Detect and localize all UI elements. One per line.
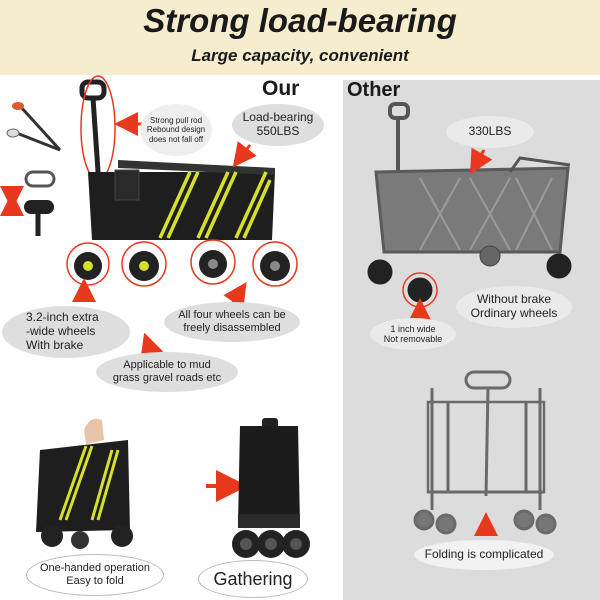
- page-subtitle: Large capacity, convenient: [191, 46, 409, 65]
- other-column-title: Other: [347, 79, 401, 101]
- gathering-label: Gathering: [198, 560, 308, 598]
- other-folded-image: [413, 370, 557, 535]
- handle-clip-icon: [6, 102, 62, 152]
- page-title: Strong load-bearing: [143, 2, 457, 39]
- other-wagon-image: [367, 102, 572, 308]
- gathered-wagon-image: [232, 418, 310, 558]
- header-banner: [0, 0, 600, 75]
- our-wagon-image: [0, 75, 298, 287]
- other-fold-callout: Folding is complicated: [414, 540, 554, 570]
- our-wheels: [66, 239, 298, 287]
- other-load-callout: 330LBS: [446, 116, 534, 148]
- handle-grip-icon: [0, 170, 56, 236]
- ours-column-title: Our: [262, 77, 300, 100]
- one-hand-fold-image: [36, 418, 133, 549]
